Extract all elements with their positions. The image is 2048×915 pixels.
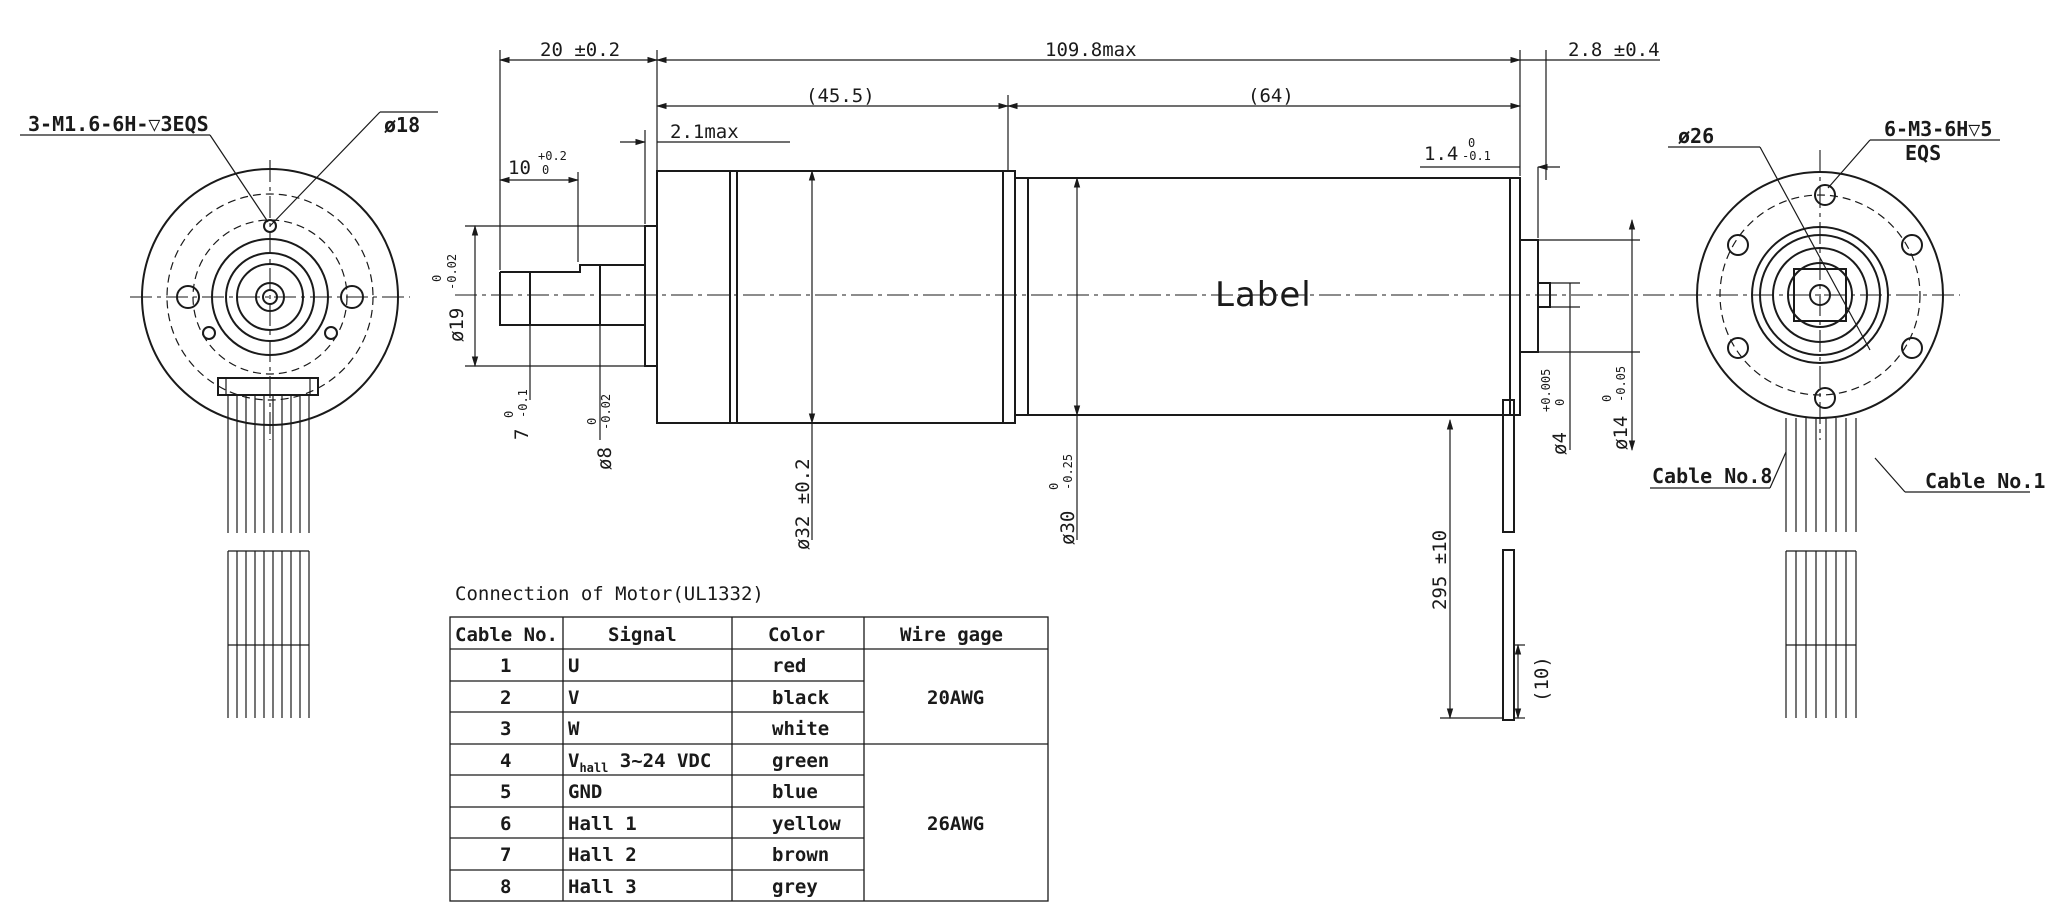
table-title: Connection of Motor(UL1332) [455,583,764,605]
dim-gearbox-dia: ø32 ±0.2 [792,458,814,550]
table-cell-cable-no: 7 [500,844,511,866]
front-mount-hole [340,285,364,309]
rear-hole-callout: 6-M3-6H▽5 [1884,117,1992,141]
dim-shaft-flat-tol-upper: +0.2 [538,149,567,163]
dim-shaft-flat-tol-lower: 0 [542,163,549,177]
rear-cable-bundle [1785,418,1857,718]
output-shaft [500,264,645,273]
table-cell-cable-no: 2 [500,687,511,709]
front-hole-callout: 3-M1.6-6H-▽3EQS [28,112,209,136]
table-header-cable-no: Cable No. [455,624,558,646]
table-cell-color: yellow [772,813,841,835]
rear-mount-hole [1901,234,1923,256]
table-cell-cable-no: 3 [500,718,511,740]
dim-rear-step-tol-upper: 0 [1468,136,1475,150]
table-cell-signal: Vhall 3~24 VDC [568,750,711,775]
rear-boss [1519,239,1539,353]
table-cell-color: blue [772,781,818,803]
table-cell-color: grey [772,876,818,898]
motor-label: Label [1215,275,1312,315]
table-cell-cable-no: 4 [500,750,511,772]
side-cable-end [1502,549,1515,721]
dim-rear-shaft-dia-tol-upper: +0.005 [1539,369,1553,412]
table-cell-cable-no: 1 [500,655,511,677]
table-cell-signal: V [568,687,579,709]
rear-pcd-label: ø26 [1678,124,1714,148]
rear-shaft [1537,282,1551,308]
front-cable-bundle [227,395,310,718]
dim-pilot-dia-tol-lower: -0.02 [445,254,459,290]
dim-pilot-dia-tol-upper: 0 [430,275,444,282]
connection-table: Connection of Motor(UL1332) Cable No. Si… [449,583,1049,902]
rear-mount-hole [1727,337,1749,359]
table-cell-cable-no: 8 [500,876,511,898]
side-view-dimensions: 20 ±0.2 109.8max 2.8 ±0.4 (45.5) (64) 2.… [430,39,1660,720]
dim-shaft-dia: ø8 [594,447,616,470]
table-cell-color: white [772,718,829,740]
rear-mount-hole [1814,387,1836,409]
dim-rear-boss-dia: ø14 [1610,416,1632,450]
table-cell-color: black [772,687,830,709]
front-mount-hole [176,285,200,309]
dim-motor-dia-tol-upper: 0 [1047,483,1061,490]
cable-no-1-label: Cable No.1 [1925,469,2045,493]
dim-shaft-dia-tol-lower: -0.02 [599,394,613,430]
dim-motor-length: (64) [1248,85,1294,107]
rear-flange-outline [1696,171,1944,419]
rear-mount-hole [1814,184,1836,206]
table-cell-wire-gage: 26AWG [927,813,984,835]
table-cell-signal: U [568,655,579,677]
table-cell-color: brown [772,844,829,866]
table-header-wire-gage: Wire gage [900,624,1003,646]
side-cable [1502,399,1515,533]
dim-cable-length: 295 ±10 [1429,530,1451,610]
rear-hole-callout-2: EQS [1905,141,1941,165]
dim-rear-shaft-dia-tol-lower: 0 [1553,399,1567,406]
table-cell-cable-no: 5 [500,781,511,803]
dim-overall-length: 109.8max [1045,39,1137,61]
dim-rear-shaft-dia: ø4 [1549,432,1571,455]
table-cell-cable-no: 6 [500,813,511,835]
table-cell-color: green [772,750,829,772]
dim-motor-dia-tol-lower: -0.25 [1061,454,1075,490]
table-header-signal: Signal [608,624,677,646]
dim-flat-depth-tol-upper: 0 [502,411,516,418]
dim-rear-boss-dia-tol-upper: 0 [1600,395,1614,402]
front-view: 3-M1.6-6H-▽3EQS ø18 [20,111,438,718]
table-header-color: Color [768,624,825,646]
dim-gearbox-length: (45.5) [806,85,875,107]
table-cell-signal: W [568,718,580,740]
table-cell-signal: Hall 2 [568,844,637,866]
dim-flat-depth: 7 [511,429,533,440]
table-cell-wire-gage: 20AWG [927,687,984,709]
dim-rear-boss-dia-tol-lower: -0.05 [1614,366,1628,402]
rear-mount-hole [1727,234,1749,256]
dim-cable-strip: (10) [1531,656,1553,702]
dim-rear-step: 1.4 [1424,143,1458,165]
table-cell-signal: Hall 3 [568,876,637,898]
cable-no-8-label: Cable No.8 [1652,464,1772,488]
dim-flat-depth-tol-lower: -0.1 [516,389,530,418]
dim-motor-dia: ø30 [1057,511,1079,545]
front-cable-connector [217,377,319,396]
table-cell-signal: GND [568,781,602,803]
dim-rear-step-tol-lower: -0.1 [1462,149,1491,163]
table-cell-color: red [772,655,806,677]
dim-shaft-length: 20 ±0.2 [540,39,620,61]
dim-shaft-flat: 10 [508,157,531,179]
dim-end-protrusion: 2.8 ±0.4 [1568,39,1660,61]
dim-pilot-dia: ø19 [446,308,468,342]
rear-mount-hole [1901,337,1923,359]
rear-view: ø26 6-M3-6H▽5 EQS Cable No. [1650,117,2045,718]
rear-shaft-square [1793,268,1847,322]
table-cell-signal: Hall 1 [568,813,637,835]
dim-flange-gap: 2.1max [670,121,739,143]
front-pcd-label: ø18 [384,113,420,137]
gearbox-body [656,170,1016,424]
front-body-outline [141,168,399,426]
dim-shaft-dia-tol-upper: 0 [585,418,599,425]
front-shaft [255,282,285,312]
gearbox-pilot [644,225,658,367]
